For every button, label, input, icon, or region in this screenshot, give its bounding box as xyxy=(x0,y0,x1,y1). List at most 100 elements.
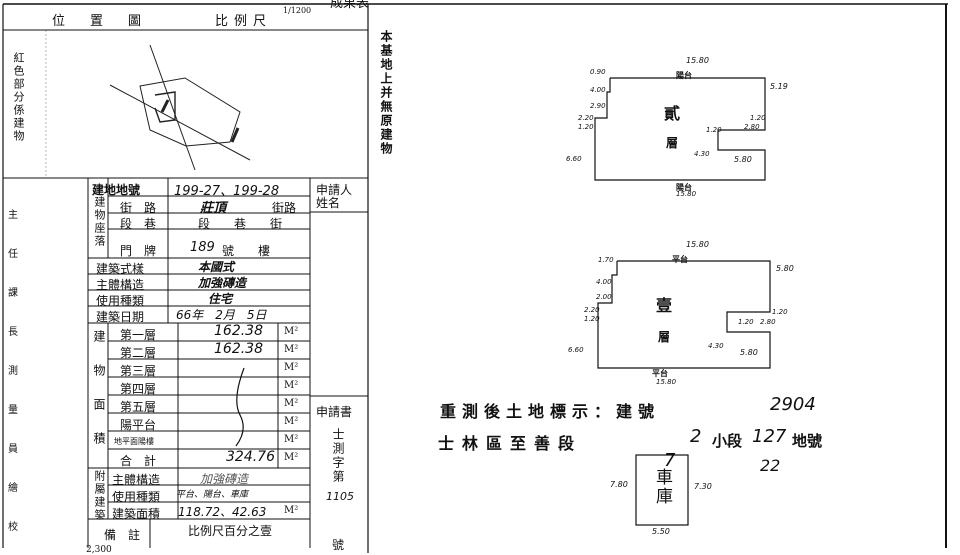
remeasure-extra: 22 xyxy=(760,456,781,475)
attached-side-label: 附屬建築 xyxy=(93,470,106,522)
remeasure-building-number: 2904 xyxy=(770,394,816,415)
application-suffix: 號 xyxy=(332,538,345,552)
floor1-dim: 4.30 xyxy=(708,342,724,350)
floor2-dim: 2.90 xyxy=(590,102,606,110)
area-row-label: 陽平台 xyxy=(120,418,157,432)
margin-label: 量 xyxy=(8,405,18,416)
application-label: 申請書 xyxy=(316,405,353,419)
floor2-dim: 1.20 xyxy=(706,126,722,134)
form-row-value: 本國式 xyxy=(198,260,235,274)
location-map-label: 位 置 圖 xyxy=(52,14,148,29)
floor1-sub: 層 xyxy=(658,330,671,344)
floor2-sub: 層 xyxy=(666,136,679,150)
application-number: 1105 xyxy=(326,490,354,503)
floor1-dim: 2.80 xyxy=(760,318,776,326)
floor1-name: 壹 xyxy=(656,296,673,315)
area-row-value: 324.76 xyxy=(226,449,275,465)
margin-label: 員 xyxy=(8,444,18,455)
floor1-dim: 2.00 xyxy=(596,293,612,301)
application-value: 士測字第 xyxy=(331,428,345,484)
form-row-label: 主體構造 xyxy=(96,278,145,292)
margin-labels: 主 任 課 長 測 量 員 繪 校 xyxy=(8,196,18,547)
form-row-value: 住宅 xyxy=(208,292,233,306)
remarks-value: 比例尺百分之壹 xyxy=(188,524,273,538)
floor2-name: 貳 xyxy=(664,104,681,123)
street-suffix: 街路 xyxy=(272,201,297,215)
garage-dim-bottom: 5.50 xyxy=(652,527,670,536)
garage-name: 車庫 xyxy=(652,468,672,506)
margin-label: 課 xyxy=(8,288,18,299)
floor1-dim: 1.20 xyxy=(584,315,600,323)
street-value: 莊頂 xyxy=(200,201,227,216)
floor1-dim: 5.80 xyxy=(740,348,758,357)
area-row-label: 地平面陽樓 xyxy=(114,437,154,446)
floor1-dim: 1.20 xyxy=(772,308,788,316)
floor1-dim: 1.20 xyxy=(738,318,754,326)
remeasure-overwrite: 7 xyxy=(664,450,676,471)
remarks-label: 備 註 xyxy=(104,528,141,542)
floor2-dim: 1.20 xyxy=(750,114,766,122)
margin-label: 長 xyxy=(8,327,18,338)
applicant-label: 申請人姓名 xyxy=(316,183,353,210)
floor2-balcony: 陽台 xyxy=(676,70,692,80)
floor2-dim: 2.20 xyxy=(578,114,594,122)
remeasure-section: 2 xyxy=(690,426,702,447)
area-row-unit: M² xyxy=(284,452,299,463)
red-part-note: 紅色部分係建物 xyxy=(12,52,25,143)
floor2-dim: 4.30 xyxy=(694,150,710,158)
floor1-terrace-bottom: 平台 xyxy=(652,368,668,378)
location-side-label: 建物座落 xyxy=(93,196,106,248)
top-title: 成果表 xyxy=(330,0,370,11)
remeasure-line2: 士林區至善段 xyxy=(438,434,583,453)
area-row-label: 第三層 xyxy=(120,364,157,378)
area-row-unit: M² xyxy=(284,434,299,445)
form-row-label: 建築日期 xyxy=(96,310,145,324)
section-text: 段 巷 街 xyxy=(198,217,283,231)
margin-label: 繪 xyxy=(8,483,18,494)
no-original-building-note: 本基地上并無原建物 xyxy=(379,30,393,156)
attached-row-label: 建築面積 xyxy=(112,507,161,521)
scale-label: 比例尺 xyxy=(215,14,273,29)
door-suffix: 號 樓 xyxy=(222,244,271,258)
remeasure-lot: 127 xyxy=(752,426,787,447)
area-row-unit: M² xyxy=(284,362,299,373)
floor2-dim: 5.19 xyxy=(770,82,788,91)
attached-row-value: 平台、陽台、車庫 xyxy=(176,490,249,500)
floor1-dim: 15.80 xyxy=(656,378,677,386)
floor1-dim: 4.00 xyxy=(596,278,612,286)
area-row-value: 162.38 xyxy=(214,341,263,357)
form-row-value: 66年 2月 5日 xyxy=(176,308,267,322)
area-row-label: 合 計 xyxy=(120,454,157,468)
area-side-label: 建物面積 xyxy=(92,330,106,466)
attached-row-unit: M² xyxy=(284,505,299,516)
floor2-dim: 6.60 xyxy=(566,155,582,163)
floor2-dim: 0.90 xyxy=(590,68,606,76)
form-row-label: 使用種類 xyxy=(96,294,145,308)
form-row-value: 加強磚造 xyxy=(198,276,247,290)
floor2-dim: 4.00 xyxy=(590,86,606,94)
area-row-unit: M² xyxy=(284,326,299,337)
scale-value: 1/1200 xyxy=(283,6,312,15)
area-row-label: 第五層 xyxy=(120,400,157,414)
floor2-dim: 15.80 xyxy=(676,190,697,198)
attached-row-value: 加強磚造 xyxy=(200,472,249,486)
bottom-note: 2,300 xyxy=(86,545,112,555)
attached-row-label: 使用種類 xyxy=(112,490,161,504)
area-row-label: 第二層 xyxy=(120,346,157,360)
lot-value: 199-27、199-28 xyxy=(174,184,280,199)
floor1-dim: 15.80 xyxy=(686,240,709,249)
floor2-balcony-bottom: 陽台 xyxy=(676,182,692,192)
margin-label: 主 xyxy=(8,210,18,221)
garage-dim-right: 7.30 xyxy=(694,482,712,491)
floor1-dim: 1.70 xyxy=(598,256,614,264)
floor1-dim: 6.60 xyxy=(568,346,584,354)
floor2-dim: 1.20 xyxy=(578,123,594,131)
attached-row-value: 118.72、42.63 xyxy=(178,505,267,519)
margin-label: 測 xyxy=(8,366,18,377)
floor2-dim: 2.80 xyxy=(744,123,760,131)
area-row-label: 第四層 xyxy=(120,382,157,396)
area-row-unit: M² xyxy=(284,344,299,355)
margin-label: 校 xyxy=(8,522,18,533)
